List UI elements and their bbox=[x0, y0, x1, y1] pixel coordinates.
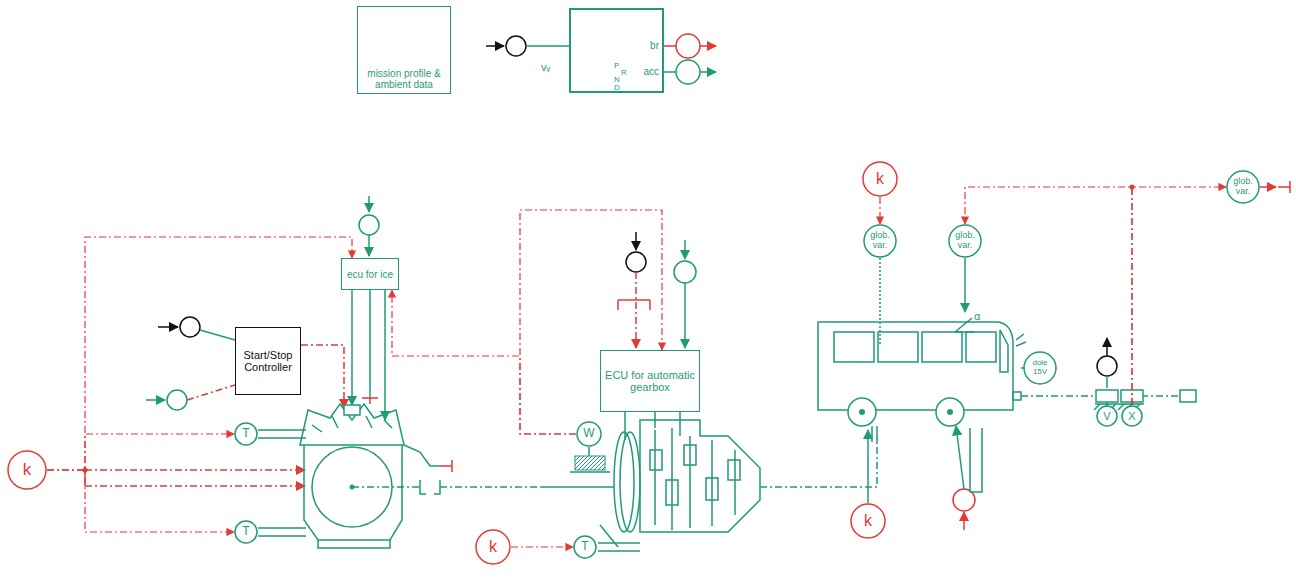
global-variable-circle: glob. var. bbox=[1226, 170, 1260, 204]
mission-profile-box: mission profile & ambient data bbox=[357, 6, 451, 94]
node-text: ecu for ice bbox=[347, 269, 393, 280]
gearbox-illustration bbox=[540, 232, 877, 551]
node-text: ECU for automatic gearbox bbox=[604, 369, 696, 393]
torque-circle: T bbox=[234, 520, 258, 544]
engine-illustration bbox=[258, 404, 540, 548]
node-text: br bbox=[650, 40, 659, 51]
signal-connector bbox=[879, 197, 880, 224]
bus-illustration bbox=[818, 181, 1290, 530]
node-text: glob. var. bbox=[951, 231, 979, 251]
electrical-load-circle: dole 15V bbox=[1023, 351, 1057, 385]
torque-circle: T bbox=[234, 422, 258, 446]
node-text: T bbox=[242, 525, 249, 538]
signal-connector bbox=[965, 187, 1132, 405]
constant-circle: k bbox=[475, 529, 511, 565]
node-text: k bbox=[876, 170, 884, 188]
node-text: dole 15V bbox=[1026, 359, 1054, 377]
node-text: k bbox=[23, 461, 32, 480]
node-text: W bbox=[583, 427, 594, 440]
signal-connector bbox=[392, 290, 576, 434]
torque-circle: T bbox=[573, 535, 597, 559]
node-text: glob. var. bbox=[1229, 177, 1257, 197]
node-text: Start/Stop Controller bbox=[239, 349, 297, 373]
global-variable-circle: glob. var. bbox=[948, 224, 982, 258]
global-variable-circle: glob. var. bbox=[863, 224, 897, 258]
velocity-sensor-circle: V bbox=[1096, 405, 1118, 427]
constant-circle: k bbox=[862, 161, 898, 197]
constant-circle: k bbox=[850, 503, 886, 539]
node-text: T bbox=[242, 427, 249, 440]
signal-connector bbox=[511, 546, 573, 547]
signal-connector bbox=[47, 470, 234, 532]
position-sensor-circle: X bbox=[1121, 405, 1143, 427]
signal-connector bbox=[47, 434, 234, 470]
node-text: mission profile & ambient data bbox=[361, 68, 447, 90]
gear-letter: P bbox=[614, 62, 619, 70]
node-text: T bbox=[581, 540, 588, 553]
gear-letter: R bbox=[621, 69, 627, 77]
node-text: acc bbox=[643, 66, 659, 77]
node-text: V bbox=[1103, 410, 1110, 422]
control-wiring bbox=[83, 196, 386, 486]
node-text: X bbox=[1128, 410, 1135, 422]
node-text: k bbox=[864, 512, 872, 530]
signal-connector bbox=[47, 237, 352, 470]
gearbox-ecu-box: ECU for automatic gearbox bbox=[600, 350, 700, 412]
constant-circle: k bbox=[7, 450, 47, 490]
signal-name: vᵥ bbox=[541, 62, 550, 73]
gear-letter: N bbox=[614, 76, 620, 84]
node-text: glob. var. bbox=[866, 231, 894, 251]
angle-symbol: α bbox=[974, 311, 980, 322]
start-stop-box: Start/Stop Controller bbox=[235, 327, 301, 395]
node-text: k bbox=[489, 538, 497, 556]
gear-letter: D bbox=[614, 84, 620, 92]
speed-sensor-circle: W bbox=[576, 421, 602, 447]
signal-connector bbox=[1132, 187, 1226, 405]
ice-ecu-box: ecu for ice bbox=[341, 258, 399, 290]
